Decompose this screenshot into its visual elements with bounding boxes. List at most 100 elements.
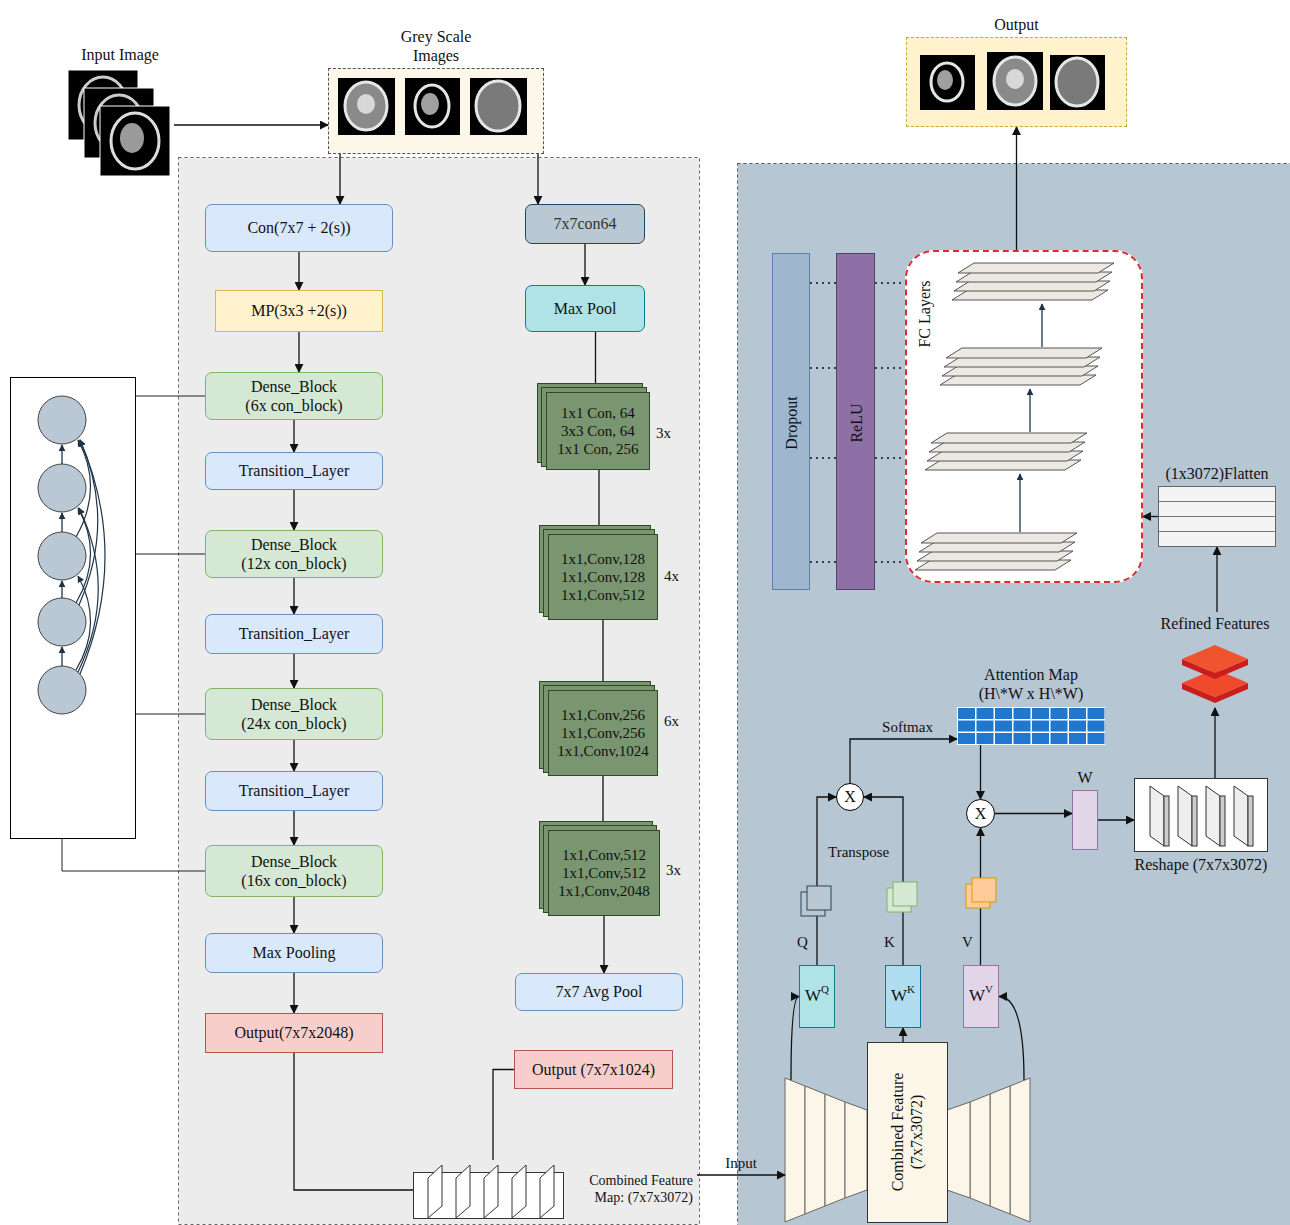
output-box: Output(7x7x2048): [205, 1013, 383, 1053]
symbol-label: W: [891, 986, 907, 1006]
brain-region: [937, 70, 953, 90]
feature-wing: [825, 1094, 845, 1206]
multiply-node: X: [966, 799, 995, 828]
symbol-label: W: [805, 986, 821, 1006]
node-text: Transition_Layer: [239, 781, 350, 800]
dropout-bar: Dropout: [772, 253, 810, 590]
node-text: Dense_Block: [251, 695, 337, 714]
node-text: 1x1,Conv,512: [561, 586, 645, 604]
grid-cell: [995, 733, 1012, 744]
feature-slab: [484, 1165, 498, 1218]
node-text: Dense_Block: [251, 377, 337, 396]
node-text: X: [844, 787, 856, 806]
node-text: 7x7con64: [553, 214, 616, 233]
grid-cell: [977, 721, 994, 732]
refined-features: Refined Features: [1150, 612, 1280, 708]
pool-box: 7x7 Avg Pool: [515, 973, 683, 1011]
node-text: MP(3x3 +2(s)): [251, 301, 347, 320]
grid-cell: [1088, 708, 1105, 719]
grid-cell: [1069, 708, 1086, 719]
pool-box: MP(3x3 +2(s)): [215, 290, 383, 332]
arrow-connector: [293, 811, 294, 845]
annotation-label: 3x: [666, 861, 681, 879]
arrow-connector: [584, 244, 585, 285]
dense-arrow: [61, 513, 62, 532]
node-text: Max Pooling: [252, 943, 335, 962]
arrow-connector: [697, 1174, 785, 1175]
ct-image: [470, 78, 527, 135]
transition-box: Transition_Layer: [205, 614, 383, 654]
skull-outline: [345, 82, 387, 130]
arrow-connector: [598, 470, 599, 534]
arrow-connector: [1216, 547, 1217, 612]
subscript-label: K: [907, 983, 915, 996]
arrow-connector: [602, 776, 603, 830]
node-text: (16x con_block): [241, 871, 346, 890]
ct-image: [100, 106, 170, 176]
dense-skip-arrow: [80, 440, 105, 674]
pool-box: Max Pool: [525, 285, 645, 332]
brain-region: [1006, 69, 1024, 89]
node-heading: (1x3072)Flatten: [1165, 464, 1268, 483]
bottleneck-stack: 1x1 Con, 643x3 Con, 641x1 Con, 256: [546, 392, 650, 470]
arrow-connector: [995, 813, 1072, 814]
dense-block: Dense_Block(24x con_block): [205, 688, 383, 740]
grid-cell: [995, 708, 1012, 719]
arrow-connector: [817, 797, 836, 965]
annotation-label: Transpose: [828, 843, 889, 861]
reshape-box: Reshape (7x7x3072): [1134, 778, 1268, 852]
grid-cell: [1014, 721, 1031, 732]
node-text: 1x1 Con, 256: [557, 440, 638, 458]
grid-cell: [1014, 733, 1031, 744]
node-text: Combined Feature Map: (7x7x3072): [571, 1173, 693, 1207]
symbol-row: WK: [891, 986, 915, 1006]
skull-outline: [994, 57, 1036, 105]
dense-block: Dense_Block(16x con_block): [205, 845, 383, 897]
dense-layer-circle: [38, 666, 86, 714]
arrow-connector: [791, 997, 799, 1081]
node-text: 3x3 Con, 64: [561, 422, 635, 440]
weight-box: WQ: [799, 965, 835, 1028]
node-text: (6x con_block): [245, 396, 342, 415]
reshape-panel: [1192, 796, 1197, 846]
dense-layer-circle: [38, 532, 86, 580]
arrow-connector: [1098, 819, 1134, 820]
node-text: Combined Feature (7x7x3072): [888, 1057, 926, 1207]
node-text: Output (7x7x1024): [532, 1060, 655, 1079]
brain-region: [357, 94, 375, 114]
reshape-panel: [1234, 786, 1248, 846]
grid-cell: [1051, 721, 1068, 732]
feature-wing: [785, 1078, 805, 1222]
edge-label: Input: [725, 1154, 757, 1172]
subscript-label: V: [985, 983, 993, 996]
conv-box: Con(7x7 + 2(s)): [205, 204, 393, 252]
arrow-connector: [595, 332, 596, 392]
grid-cell: [1051, 733, 1068, 744]
annotation-label: V: [962, 933, 973, 951]
weight-box: W: [1072, 790, 1098, 850]
skull-outline: [415, 85, 449, 127]
multiply-node: X: [836, 783, 864, 811]
node-heading: Reshape (7x7x3072): [1135, 855, 1268, 874]
arrow-connector: [1016, 127, 1017, 250]
feature-wing: [805, 1086, 825, 1214]
dense-layer-circle: [38, 396, 86, 444]
dense-arrow: [61, 581, 62, 598]
layers-icon: [1182, 645, 1248, 673]
grid-cell: [1014, 708, 1031, 719]
feature-slab: [540, 1165, 554, 1218]
arrow-connector: [293, 420, 294, 452]
feature-core: [868, 1043, 948, 1223]
attention-panel: [738, 164, 1290, 1225]
arrow-connector: [864, 797, 903, 965]
annotation-label: 6x: [664, 712, 679, 730]
arrow-connector: [537, 154, 538, 204]
arrow-connector: [902, 1028, 903, 1042]
dense-connection-box: [11, 378, 136, 839]
node-text: 1x1,Conv,256: [561, 706, 645, 724]
node-text: 1x1,Conv,512: [562, 846, 646, 864]
combined-feature: Combined Feature (7x7x3072): [785, 1042, 1030, 1223]
skull-outline: [476, 81, 520, 131]
node-text: FC Layers: [915, 280, 934, 347]
dense-layer-circle: [38, 598, 86, 646]
